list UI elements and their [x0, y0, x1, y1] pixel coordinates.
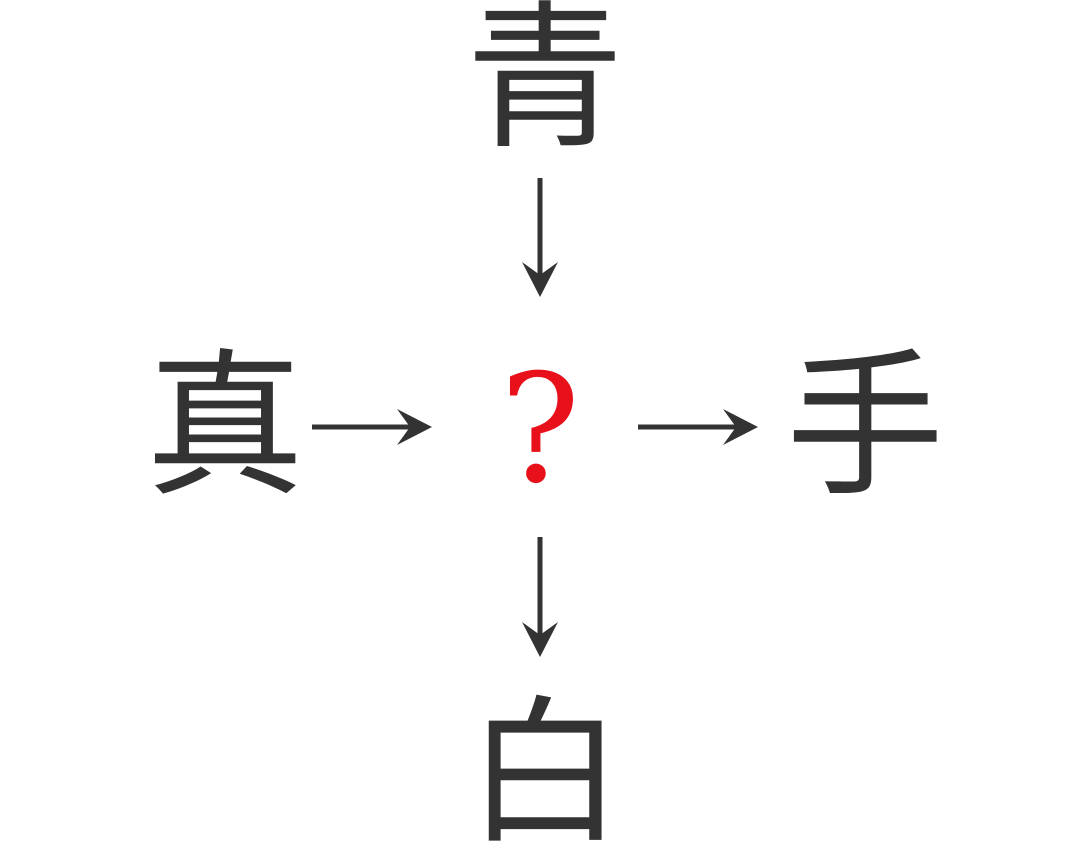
arrow-left-to-center	[312, 409, 432, 445]
arrow-top-to-center	[522, 178, 558, 297]
kanji-left: 真	[146, 335, 304, 519]
kanji-right: 手	[786, 335, 944, 519]
question-mark: ?	[499, 343, 581, 517]
kanji-top: 青	[466, 0, 624, 171]
arrow-center-to-right	[638, 409, 758, 445]
arrow-center-to-bottom	[522, 537, 558, 657]
kanji-bottom: 白	[466, 682, 624, 866]
